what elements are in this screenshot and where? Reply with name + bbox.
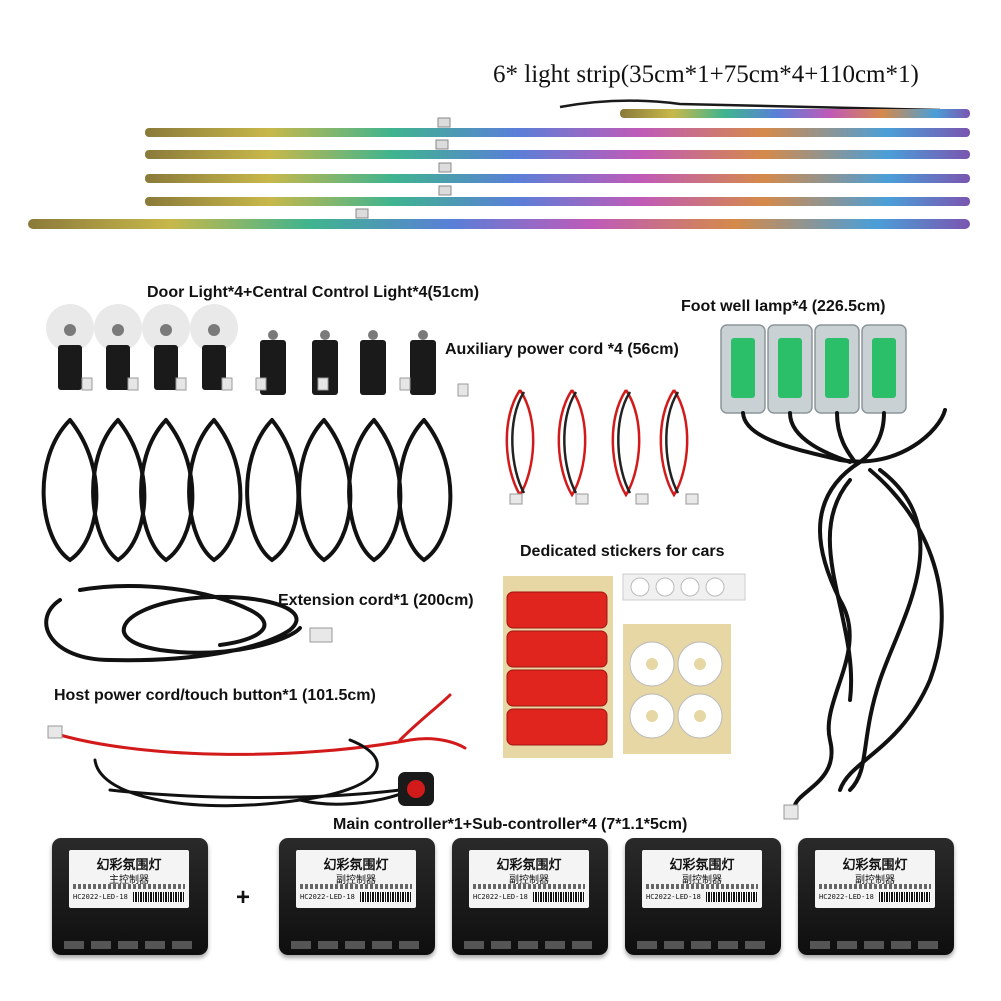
barcode <box>533 892 585 902</box>
controller-ports <box>810 941 942 949</box>
extension-connector <box>309 627 333 643</box>
controller-role: 副控制器 <box>682 875 722 886</box>
controller-role: 副控制器 <box>509 875 549 886</box>
controller-name: 幻彩氛围灯 <box>496 858 562 873</box>
controller-role: 副控制器 <box>336 875 376 886</box>
controller-model: HC2022-LED-18 <box>819 893 874 901</box>
controller-label-plate: 幻彩氛围灯 副控制器 HC2022-LED-18 <box>642 850 762 908</box>
barcode <box>706 892 758 902</box>
controller-name: 幻彩氛围灯 <box>96 858 162 873</box>
controller-name: 幻彩氛围灯 <box>842 858 908 873</box>
controller-model: HC2022-LED-18 <box>300 893 355 901</box>
foot-well-label: Foot well lamp*4 (226.5cm) <box>681 298 886 315</box>
extension-cord <box>44 584 302 663</box>
barcode <box>133 892 185 902</box>
stickers-label: Dedicated stickers for cars <box>520 543 725 560</box>
controller-label-plate: 幻彩氛围灯 副控制器 HC2022-LED-18 <box>815 850 935 908</box>
host-power-label: Host power cord/touch button*1 (101.5cm) <box>54 687 376 704</box>
barcode <box>360 892 412 902</box>
sub-controller: 幻彩氛围灯 副控制器 HC2022-LED-18 <box>798 838 954 955</box>
main-controller: 幻彩氛围灯 主控制器 HC2022-LED-18 <box>52 838 208 955</box>
car-stickers <box>503 573 746 758</box>
extension-label: Extension cord*1 (200cm) <box>278 592 474 609</box>
sub-controller: 幻彩氛围灯 副控制器 HC2022-LED-18 <box>625 838 781 955</box>
controller-model: HC2022-LED-18 <box>473 893 528 901</box>
controller-name: 幻彩氛围灯 <box>669 858 735 873</box>
controller-role: 副控制器 <box>855 875 895 886</box>
controller-label-plate: 幻彩氛围灯 副控制器 HC2022-LED-18 <box>469 850 589 908</box>
barcode <box>879 892 931 902</box>
auxiliary-power-cords <box>505 389 699 505</box>
controller-role: 主控制器 <box>109 875 149 886</box>
controller-ports <box>64 941 196 949</box>
controller-label-plate: 幻彩氛围灯 主控制器 HC2022-LED-18 <box>69 850 189 908</box>
sub-controller: 幻彩氛围灯 副控制器 HC2022-LED-18 <box>452 838 608 955</box>
controller-ports <box>291 941 423 949</box>
controller-model: HC2022-LED-18 <box>646 893 701 901</box>
light-strip-label: 6* light strip(35cm*1+75cm*4+110cm*1) <box>493 61 919 88</box>
controller-label-plate: 幻彩氛围灯 副控制器 HC2022-LED-18 <box>296 850 416 908</box>
aux-power-label: Auxiliary power cord *4 (56cm) <box>445 341 679 358</box>
light-strips <box>28 99 970 229</box>
controller-model: HC2022-LED-18 <box>73 893 128 901</box>
door-lights <box>41 304 469 563</box>
door-light-label: Door Light*4+Central Control Light*4(51c… <box>147 284 480 301</box>
controller-name: 幻彩氛围灯 <box>323 858 389 873</box>
foot-well-lamps <box>720 324 947 820</box>
controller-ports <box>637 941 769 949</box>
plus-sign: + <box>236 884 251 911</box>
host-connector <box>47 725 63 739</box>
sub-controller: 幻彩氛围灯 副控制器 HC2022-LED-18 <box>279 838 435 955</box>
controller-ports <box>464 941 596 949</box>
controllers-label: Main controller*1+Sub-controller*4 (7*1.… <box>333 816 688 833</box>
